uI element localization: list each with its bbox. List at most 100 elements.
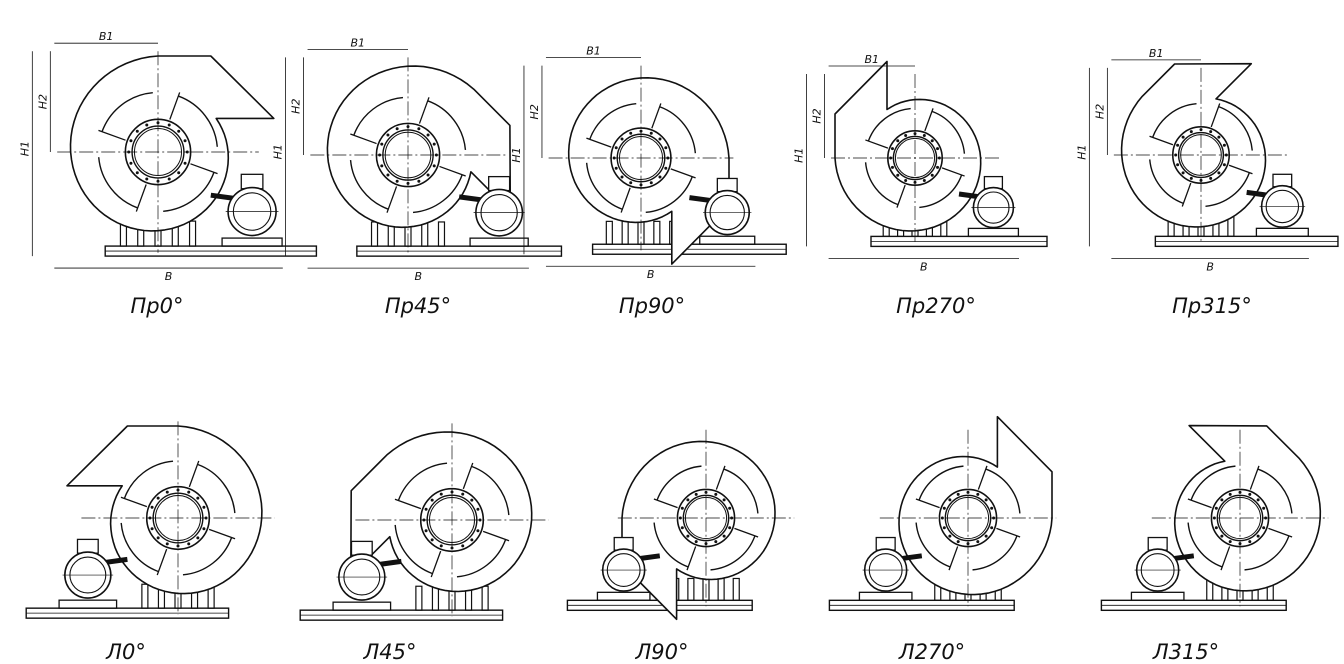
housing-rib bbox=[123, 460, 174, 499]
rib-spoke bbox=[1228, 164, 1253, 175]
flange-bolt bbox=[1217, 135, 1221, 139]
rib-spoke bbox=[1268, 527, 1293, 538]
housing-rib bbox=[985, 468, 1021, 514]
motor-rail bbox=[1130, 591, 1185, 601]
rib-spoke bbox=[915, 498, 940, 509]
support-leg bbox=[653, 220, 661, 245]
flange-bolt bbox=[1189, 176, 1193, 180]
rib-spoke bbox=[715, 465, 726, 490]
motor-rail bbox=[332, 601, 392, 611]
flange-bolt bbox=[614, 146, 618, 150]
flange-bolt bbox=[185, 150, 189, 154]
flange-bolt bbox=[470, 538, 474, 542]
flange-bolt bbox=[722, 534, 726, 538]
housing-rib bbox=[98, 157, 138, 209]
flange-bolt bbox=[612, 156, 616, 160]
flange-bolt bbox=[450, 546, 454, 550]
flange-bolt bbox=[1217, 171, 1221, 175]
flange-bolt bbox=[165, 542, 169, 546]
flange-bolt bbox=[629, 181, 633, 185]
flange-bolt bbox=[937, 156, 941, 160]
flange-bolt bbox=[942, 506, 946, 510]
housing-rib bbox=[456, 539, 507, 578]
support-leg bbox=[605, 220, 613, 245]
flange-bolt bbox=[135, 171, 139, 175]
flange-bolt bbox=[476, 507, 480, 511]
flange-bolt bbox=[922, 179, 926, 183]
caption-l45: Л45° bbox=[363, 640, 417, 664]
dim-label-h1: H1 bbox=[272, 144, 285, 159]
housing-rib bbox=[864, 162, 899, 206]
rib-spoke bbox=[439, 165, 466, 177]
flange-bolt bbox=[904, 179, 908, 183]
flange-bolt bbox=[728, 526, 732, 530]
flange-bolt bbox=[686, 498, 690, 502]
flange-bolt bbox=[1256, 498, 1260, 502]
flange-bolt bbox=[478, 518, 482, 522]
flange-bolt bbox=[380, 142, 384, 146]
inlet-throat bbox=[894, 137, 936, 179]
rib-spoke bbox=[208, 528, 236, 540]
rib-spoke bbox=[1210, 103, 1221, 128]
dim-label-b: B bbox=[647, 268, 655, 281]
flange-bolt bbox=[1248, 492, 1252, 496]
housing-rib bbox=[918, 465, 964, 501]
flange-bolt bbox=[196, 536, 200, 540]
flange-bolt bbox=[664, 166, 668, 170]
rib-spoke bbox=[686, 546, 697, 571]
rib-spoke bbox=[586, 137, 612, 148]
flange-bolt bbox=[948, 534, 952, 538]
dim-label-h2: H2 bbox=[290, 99, 303, 114]
dim-label-h1: H1 bbox=[793, 148, 806, 163]
housing-rib bbox=[931, 110, 966, 154]
motor-rail bbox=[596, 591, 651, 601]
flange-bolt bbox=[620, 175, 624, 179]
flange-bolt bbox=[649, 181, 653, 185]
motor-rail bbox=[967, 227, 1020, 238]
flange-bolt bbox=[936, 147, 940, 151]
rib-spoke bbox=[190, 163, 218, 175]
caption-l270: Л270° bbox=[898, 640, 966, 664]
flange-bolt bbox=[658, 137, 662, 141]
flange-bolt bbox=[694, 540, 698, 544]
housing-rib bbox=[1151, 103, 1197, 138]
flange-bolt bbox=[176, 544, 180, 548]
housing-rib bbox=[1190, 465, 1236, 501]
flange-bolt bbox=[984, 534, 988, 538]
flange-bolt bbox=[913, 180, 917, 184]
housing-rib bbox=[723, 468, 759, 514]
housing-rib bbox=[1218, 105, 1253, 151]
rib-spoke bbox=[386, 186, 398, 213]
flange-bolt bbox=[1176, 163, 1180, 167]
housing-rib bbox=[1257, 468, 1293, 514]
housing-rib bbox=[197, 463, 236, 514]
flange-bolt bbox=[187, 542, 191, 546]
flange-bolt bbox=[476, 529, 480, 533]
flange-bolt bbox=[1176, 143, 1180, 147]
rib-spoke bbox=[670, 168, 696, 179]
flange-bolt bbox=[639, 129, 643, 133]
flange-bolt bbox=[434, 153, 438, 157]
rib-spoke bbox=[1149, 135, 1174, 146]
flange-bolt bbox=[614, 166, 618, 170]
flange-bolt bbox=[658, 175, 662, 179]
flange-bolt bbox=[150, 527, 154, 531]
flange-bolt bbox=[439, 492, 443, 496]
dim-label-b1: B1 bbox=[865, 53, 880, 66]
flange-bolt bbox=[1214, 526, 1218, 530]
rib-spoke bbox=[620, 187, 631, 213]
flange-bolt bbox=[956, 492, 960, 496]
flange-bolt bbox=[1220, 498, 1224, 502]
support-leg bbox=[687, 577, 695, 601]
housing-rib bbox=[178, 95, 218, 147]
caption-l0: Л0° bbox=[106, 640, 146, 664]
inlet-flange-inner bbox=[1177, 131, 1225, 179]
housing-rib bbox=[101, 92, 153, 132]
rib-spoke bbox=[169, 92, 181, 120]
motor-terminal-box bbox=[1147, 536, 1168, 551]
flange-bolt bbox=[896, 173, 900, 177]
